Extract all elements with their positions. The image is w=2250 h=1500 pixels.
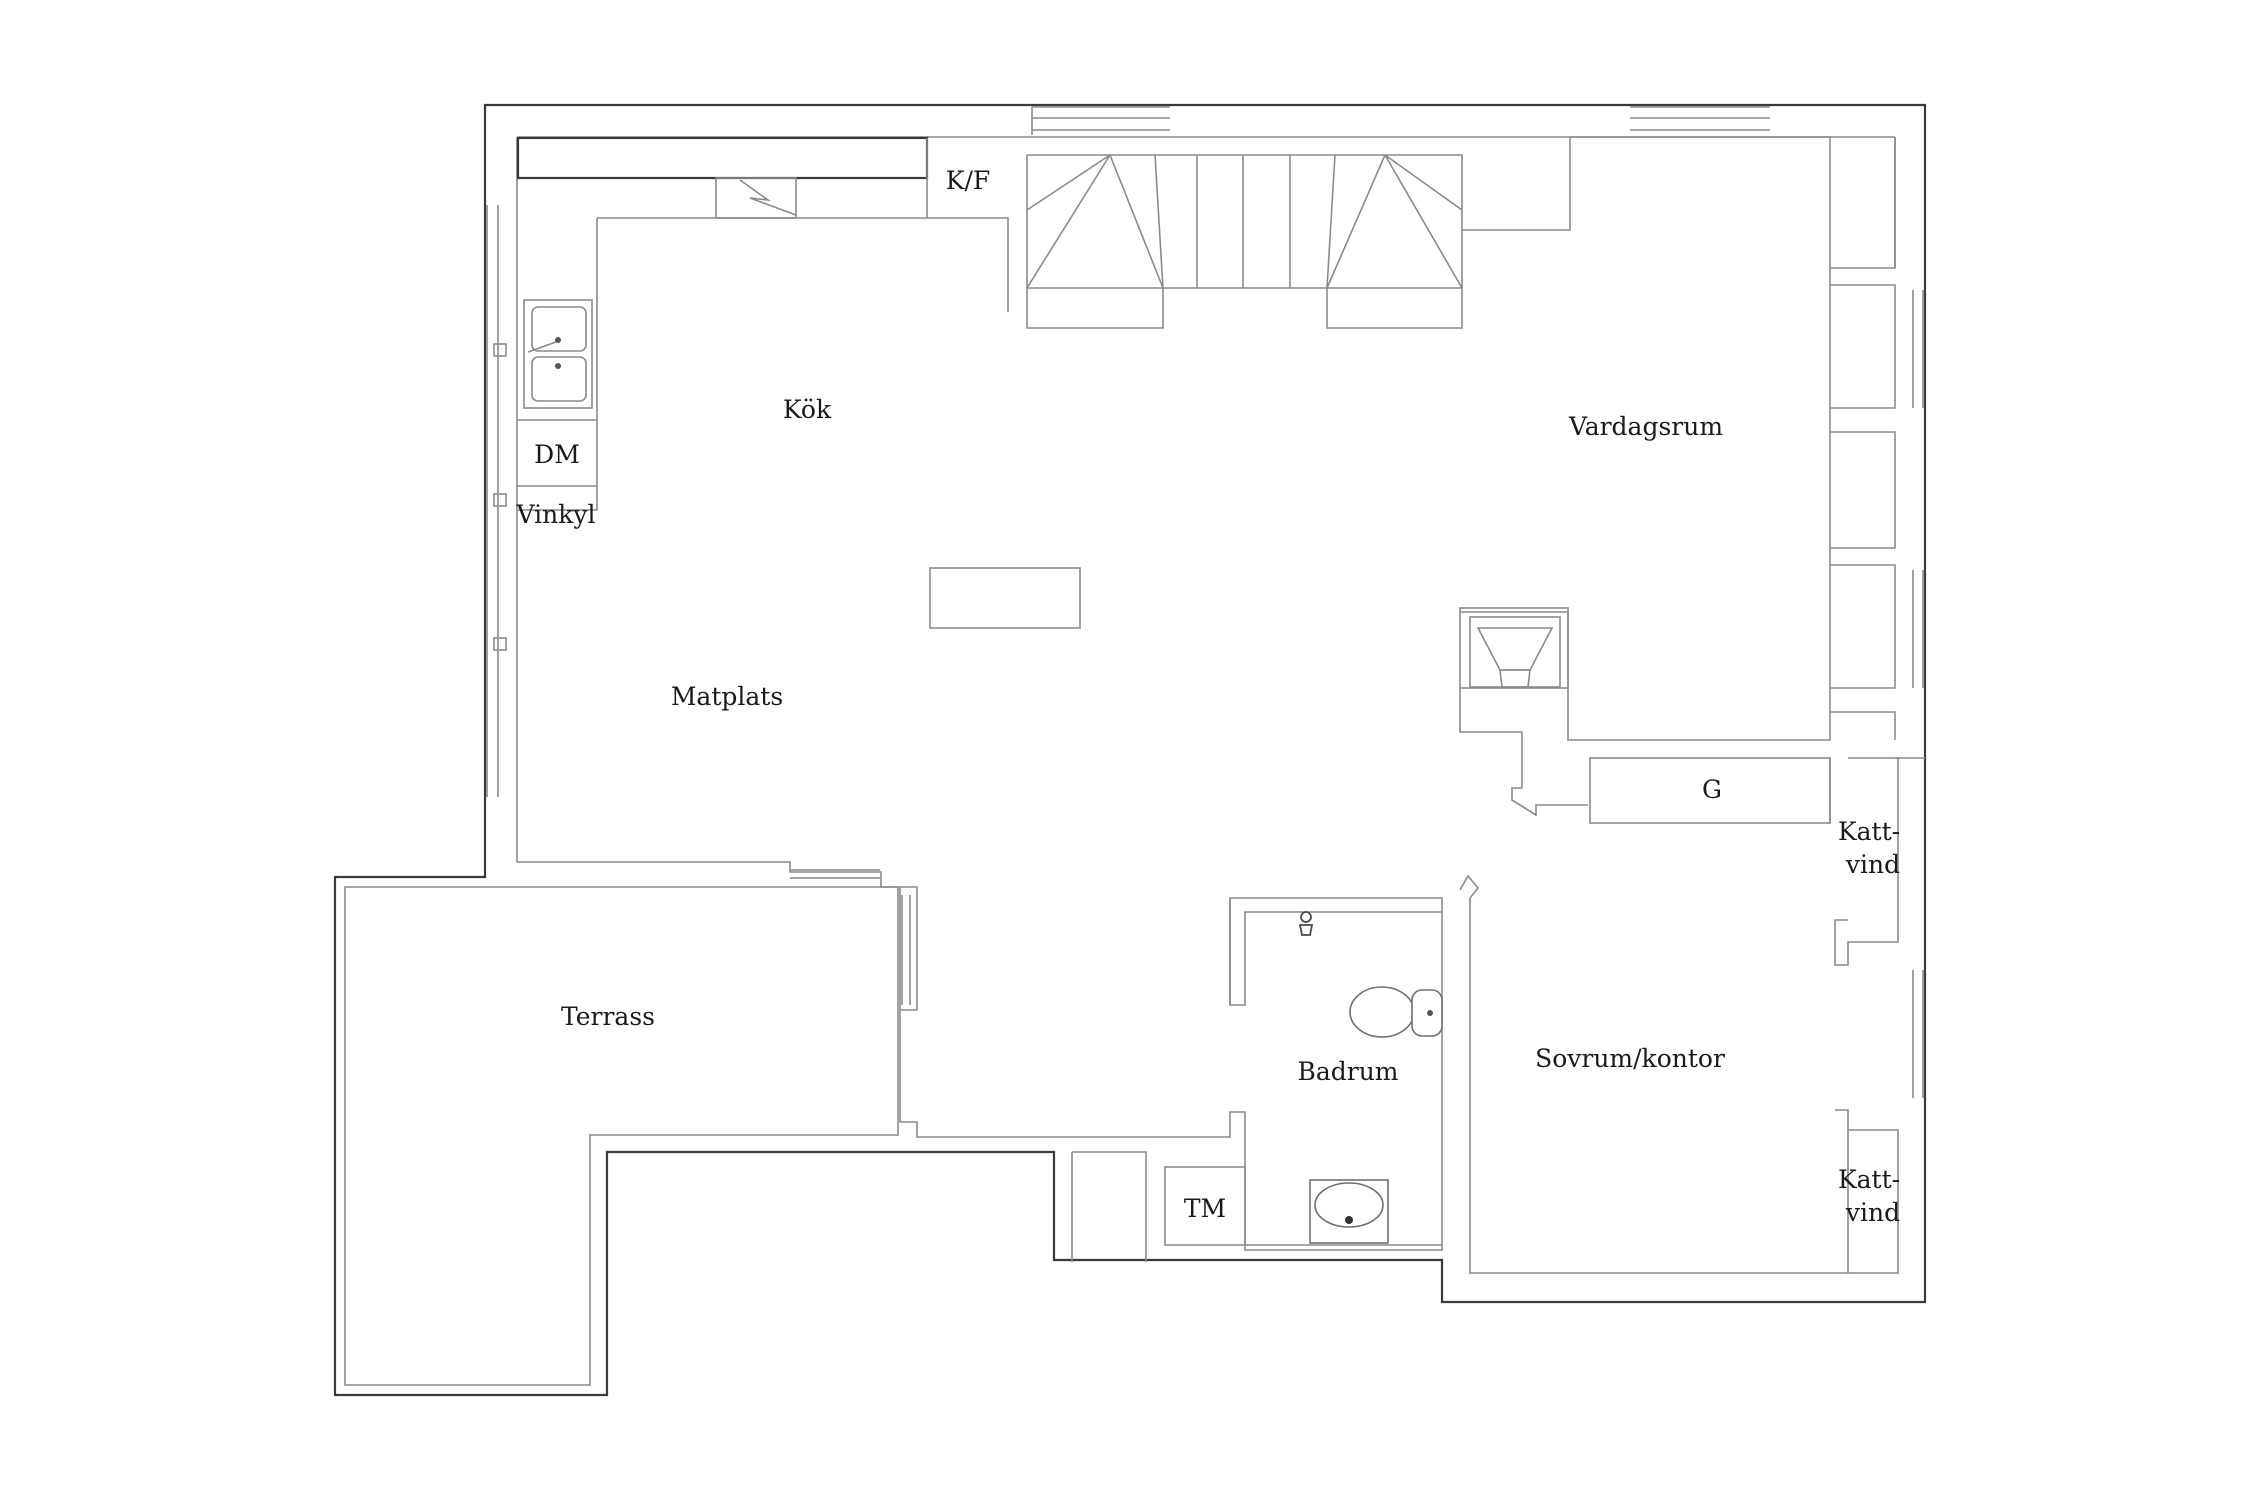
room-label-terrass: Terrass	[561, 1002, 655, 1031]
room-label-matplats: Matplats	[671, 682, 783, 711]
label-kattvind-2: Katt- vind	[1838, 1165, 1908, 1227]
staircase	[1026, 107, 1571, 329]
toilet-icon	[1349, 986, 1443, 1038]
kitchen-island	[929, 567, 1081, 629]
kitchen-counter	[516, 136, 1009, 511]
label-kattvind-1: Katt- vind	[1838, 817, 1908, 879]
label-tm: TM	[1184, 1194, 1226, 1223]
room-label-kok: Kök	[783, 395, 832, 424]
outer-walls	[333, 103, 1927, 1397]
shower-icon	[1298, 911, 1314, 936]
label-kf: K/F	[946, 166, 990, 195]
label-dm: DM	[534, 440, 580, 469]
sink-icon	[523, 299, 593, 409]
fireplace-icon	[1459, 607, 1588, 817]
room-label-badrum: Badrum	[1297, 1057, 1398, 1086]
room-label-vardagsrum: Vardagsrum	[1568, 412, 1723, 441]
washbasin-icon	[1309, 1179, 1389, 1244]
room-label-sovrum: Sovrum/kontor	[1535, 1044, 1725, 1073]
terrace-inner-border	[344, 886, 899, 1386]
interior-walls	[516, 852, 1848, 1274]
label-vinkyl: Vinkyl	[516, 500, 596, 529]
living-room-walls	[1460, 136, 1896, 741]
label-g: G	[1702, 775, 1722, 804]
